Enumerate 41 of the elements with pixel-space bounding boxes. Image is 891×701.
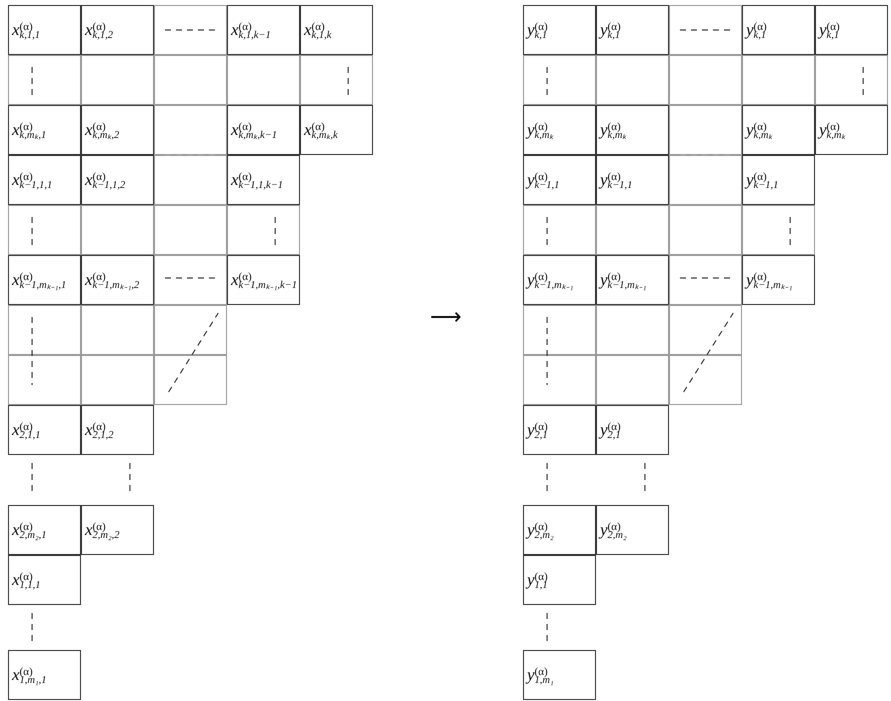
tableau-cell — [523, 255, 596, 305]
tableau-cell — [300, 5, 373, 55]
tableau-cell — [227, 105, 300, 155]
tableau-cell — [227, 155, 300, 205]
tableau-cell — [523, 650, 596, 700]
tableau-cell — [523, 505, 596, 555]
tableau-cell — [596, 5, 669, 55]
mapping-arrow: ⟶ — [430, 306, 462, 328]
tableau-cell — [300, 105, 373, 155]
tableau-cell — [8, 555, 81, 605]
tableau-cell — [596, 405, 669, 455]
tableau-cell — [596, 505, 669, 555]
tableau-cell — [8, 5, 81, 55]
tableau-cell — [227, 255, 300, 305]
tableau-cell — [523, 555, 596, 605]
tableau-cell — [227, 5, 300, 55]
tableau-cell — [8, 505, 81, 555]
tableau-cell — [81, 105, 154, 155]
tableau-cell — [81, 5, 154, 55]
tableau-cell — [742, 155, 815, 205]
tableau-cell — [596, 255, 669, 305]
tableau-cell — [8, 650, 81, 700]
tableau-cell — [523, 105, 596, 155]
tableau-cell — [815, 5, 888, 55]
tableau-cell — [81, 405, 154, 455]
tableau-cell — [523, 5, 596, 55]
tableau-cell — [8, 155, 81, 205]
tableau-cell — [742, 255, 815, 305]
tableau-cell — [8, 255, 81, 305]
tableau-cell — [81, 505, 154, 555]
tableau-cell — [742, 105, 815, 155]
tableau-cell — [523, 405, 596, 455]
tableau-cell — [81, 255, 154, 305]
tableau-cell — [523, 155, 596, 205]
tableau-cell — [742, 5, 815, 55]
tableau-cell — [8, 105, 81, 155]
tableau-cell — [596, 155, 669, 205]
tableau-cell — [81, 155, 154, 205]
tableau-cell — [596, 105, 669, 155]
tableau-cell — [8, 405, 81, 455]
tableau-cell — [815, 105, 888, 155]
